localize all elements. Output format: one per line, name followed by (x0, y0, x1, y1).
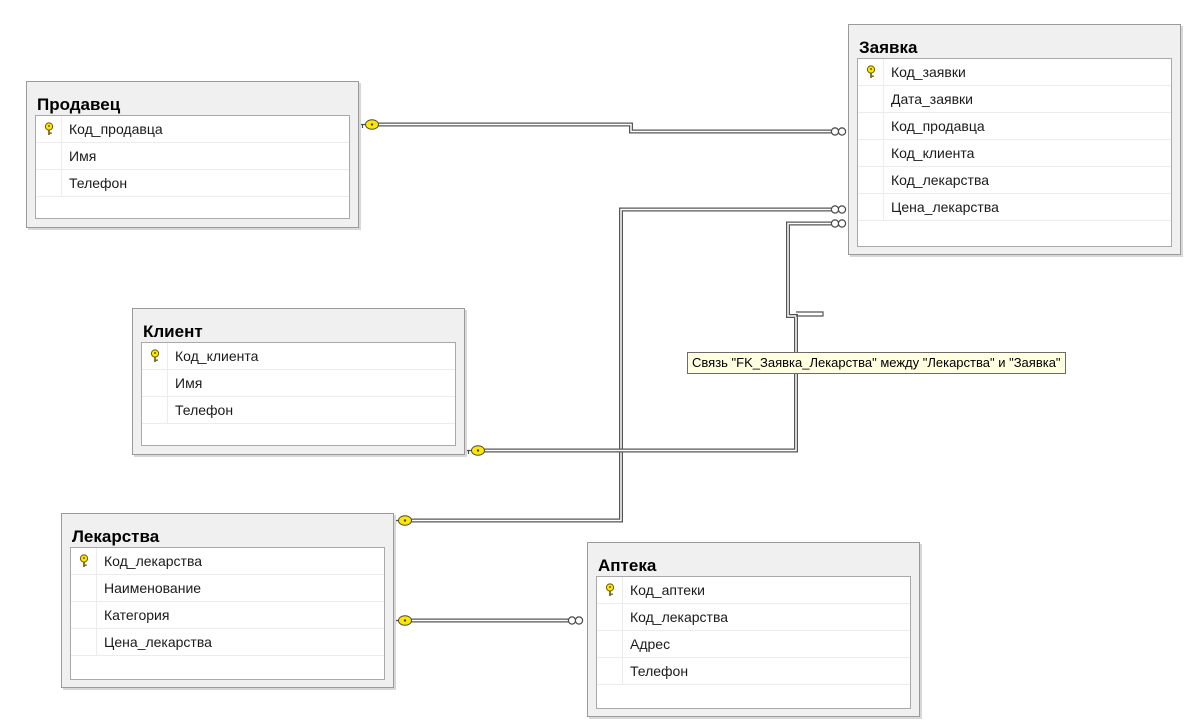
table-title[interactable]: Аптека (598, 556, 657, 575)
column-row[interactable]: Наименование (71, 575, 384, 602)
table-client[interactable]: Клиент Код_клиента Имя Телефон (132, 308, 465, 455)
column-row[interactable]: Код_лекарства (597, 604, 910, 631)
column-name: Цена_лекарства (891, 199, 999, 215)
column-row[interactable]: Телефон (142, 397, 455, 424)
key-icon (858, 59, 884, 85)
row-selector (71, 575, 97, 601)
row-selector (36, 143, 62, 169)
column-name: Код_лекарства (891, 172, 990, 188)
column-grid: Код_лекарства Наименование Категория Цен… (70, 547, 385, 680)
relationship-medicine-order[interactable] (392, 205, 847, 526)
key-icon (597, 577, 623, 603)
row-selector (142, 397, 168, 423)
relationship-tooltip: Связь "FK_Заявка_Лекарства" между "Лекар… (687, 352, 1066, 374)
row-selector (597, 604, 623, 630)
column-name: Цена_лекарства (104, 634, 212, 650)
row-selector (597, 631, 623, 657)
column-name: Код_лекарства (104, 553, 203, 569)
column-name: Код_аптеки (630, 582, 705, 598)
table-title[interactable]: Лекарства (72, 527, 160, 546)
relationship-seller-order[interactable] (359, 119, 847, 136)
column-name: Код_заявки (891, 64, 966, 80)
key-icon (71, 548, 97, 574)
table-title[interactable]: Продавец (37, 95, 121, 114)
column-row[interactable]: Код_клиента (858, 140, 1171, 167)
column-name: Код_продавца (69, 121, 163, 137)
column-grid: Код_аптеки Код_лекарства Адрес Телефон (596, 576, 911, 709)
relationship-client-order[interactable] (465, 219, 847, 456)
column-grid: Код_клиента Имя Телефон (141, 342, 456, 446)
table-seller[interactable]: Продавец Код_продавца Имя Телефон (26, 81, 359, 228)
column-grid: Код_заявки Дата_заявки Код_продавца Код_… (857, 58, 1172, 247)
column-row[interactable]: Имя (36, 143, 349, 170)
column-name: Категория (104, 607, 170, 623)
column-name: Код_клиента (891, 145, 975, 161)
table-title[interactable]: Клиент (143, 322, 203, 341)
column-name: Код_клиента (175, 348, 259, 364)
column-row[interactable]: Код_заявки (858, 59, 1171, 86)
column-name: Код_продавца (891, 118, 985, 134)
column-name: Телефон (630, 663, 689, 679)
column-row[interactable]: Цена_лекарства (71, 629, 384, 656)
row-selector (71, 629, 97, 655)
column-name: Дата_заявки (891, 91, 973, 107)
column-row[interactable]: Код_клиента (142, 343, 455, 370)
column-row[interactable]: Код_продавца (858, 113, 1171, 140)
column-row[interactable]: Код_лекарства (858, 167, 1171, 194)
table-medicine[interactable]: Лекарства Код_лекарства Наименование Кат… (61, 513, 394, 688)
column-row[interactable]: Имя (142, 370, 455, 397)
row-selector (597, 658, 623, 684)
table-order[interactable]: Заявка Код_заявки Дата_заявки Код_продав… (848, 24, 1181, 255)
column-row[interactable]: Категория (71, 602, 384, 629)
column-row[interactable]: Код_лекарства (71, 548, 384, 575)
column-name: Телефон (69, 175, 128, 191)
row-selector (858, 140, 884, 166)
relationship-medicine-pharmacy[interactable] (392, 615, 584, 626)
column-row[interactable]: Телефон (36, 170, 349, 197)
row-selector (858, 194, 884, 220)
row-selector (36, 170, 62, 196)
key-icon (142, 343, 168, 369)
column-name: Наименование (104, 580, 202, 596)
row-selector (858, 86, 884, 112)
column-name: Имя (69, 148, 97, 164)
column-name: Телефон (175, 402, 234, 418)
column-row[interactable]: Дата_заявки (858, 86, 1171, 113)
column-row[interactable]: Код_аптеки (597, 577, 910, 604)
row-selector (858, 113, 884, 139)
row-selector (142, 370, 168, 396)
column-row[interactable]: Телефон (597, 658, 910, 685)
column-grid: Код_продавца Имя Телефон (35, 115, 350, 219)
column-name: Адрес (630, 636, 671, 652)
table-pharmacy[interactable]: Аптека Код_аптеки Код_лекарства Адрес Те… (587, 542, 920, 717)
column-row[interactable]: Цена_лекарства (858, 194, 1171, 221)
column-row[interactable]: Адрес (597, 631, 910, 658)
key-icon (36, 116, 62, 142)
column-row[interactable]: Код_продавца (36, 116, 349, 143)
table-title[interactable]: Заявка (859, 38, 918, 57)
column-name: Код_лекарства (630, 609, 729, 625)
column-name: Имя (175, 375, 203, 391)
row-selector (71, 602, 97, 628)
row-selector (858, 167, 884, 193)
